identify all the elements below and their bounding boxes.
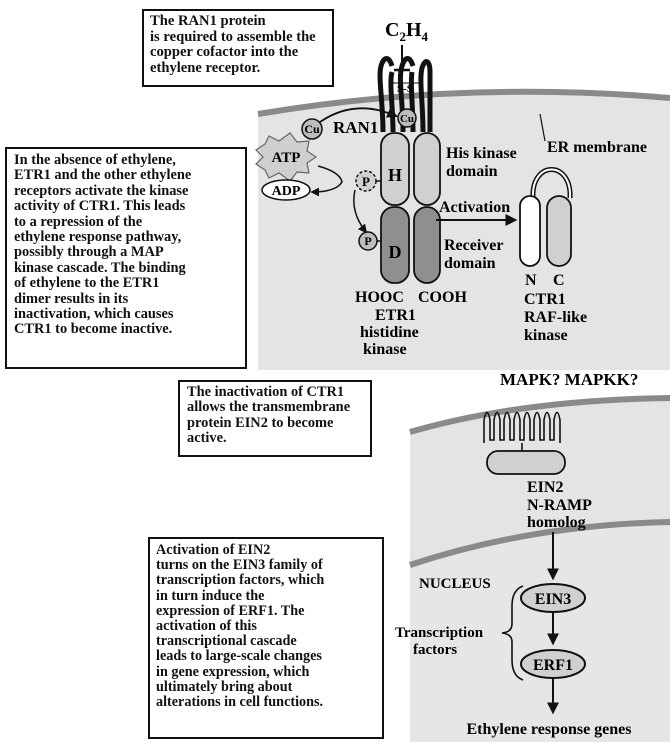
nuclear-envelope (409, 519, 670, 568)
ein2-cytoplasmic-domain (486, 450, 566, 475)
domain-d-label: D (389, 242, 402, 262)
ran1-label: RAN1 (333, 118, 378, 137)
ein2-note: Activation of EIN2 turns on the EIN3 fam… (148, 537, 384, 739)
transcription-factors-brace (501, 585, 524, 681)
response-genes-label: Ethylene response genes (466, 721, 631, 738)
plasma-membrane (409, 395, 670, 435)
his-kinase-label-line1: His kinase (446, 145, 517, 162)
ctr1-name-line2: RAF-like (524, 309, 587, 326)
copper-atom-right (397, 108, 417, 128)
erf1-label: ERF1 (533, 657, 573, 674)
ein3-label: EIN3 (535, 591, 571, 608)
ctr1-linker-inner (531, 168, 572, 199)
domain-h-label: H (388, 165, 402, 185)
ein2-name-line1: EIN2 (527, 479, 563, 496)
ctr1-n-label: N (525, 272, 537, 289)
phosphate-transfer-arrow (353, 189, 368, 234)
er-membrane (257, 88, 670, 117)
his-kinase-label-line2: domain (446, 163, 498, 180)
ein2-transmembrane-helices (483, 411, 561, 443)
ctr1-note: The inactivation of CTR1 allows the tran… (178, 380, 372, 457)
er-membrane-pointer (539, 113, 546, 142)
etr1-name-line2: histidine (360, 324, 419, 341)
mapk-label: MAPK? MAPKK? (500, 370, 638, 389)
etr1-name-line3: kinase (363, 341, 407, 358)
copper-label-right: Cu (400, 113, 414, 125)
his-kinase-domain-right (413, 132, 441, 206)
disulfide-label: S-S (397, 83, 413, 95)
er-cytoplasm-region (258, 93, 670, 371)
ein2-name-line2: N-RAMP (527, 497, 592, 514)
atp-burst-icon (255, 132, 318, 182)
tf-label-line2: factors (413, 642, 457, 658)
copper-label-left: Cu (304, 122, 320, 136)
ctr1-name-line1: CTR1 (524, 291, 566, 308)
his-kinase-domain-left (380, 132, 410, 206)
ctr1-name-line3: kinase (524, 327, 568, 344)
nucleus-region (410, 522, 670, 742)
ran1-note: The RAN1 protein is required to assemble… (142, 9, 334, 87)
ein2-name-line3: homolog (527, 514, 586, 531)
c2h4-label: C2H4 (385, 19, 429, 44)
receiver-domain-right (413, 206, 441, 284)
adp-ellipse (261, 179, 311, 201)
receiver-domain-left (380, 206, 410, 284)
tf-label-line1: Transcription (395, 625, 484, 641)
etr1-note: In the absence of ethylene, ETR1 and the… (5, 147, 247, 369)
cooh-label: COOH (418, 289, 467, 306)
ctr1-c-label: C (553, 272, 565, 289)
adp-label: ADP (272, 184, 301, 199)
ctr1-c-domain (546, 195, 572, 267)
phosphate-lower-label: P (364, 234, 371, 248)
ctr1-n-domain (519, 195, 541, 267)
er-membrane-label: ER membrane (547, 139, 647, 156)
receiver-label-line1: Receiver (444, 237, 504, 254)
hooc-label: HOOC (355, 289, 404, 306)
etr1-name-line1: ETR1 (375, 307, 416, 324)
atp-to-adp-arrow (310, 165, 343, 197)
activation-label: Activation (439, 199, 510, 216)
atp-label: ATP (272, 150, 301, 166)
phosphate-dashed-label: P (362, 174, 370, 189)
copper-atom-left (301, 118, 323, 140)
nucleus-label: NUCLEUS (419, 576, 491, 592)
ran1-arrow (319, 107, 398, 123)
receiver-label-line2: domain (444, 255, 496, 272)
